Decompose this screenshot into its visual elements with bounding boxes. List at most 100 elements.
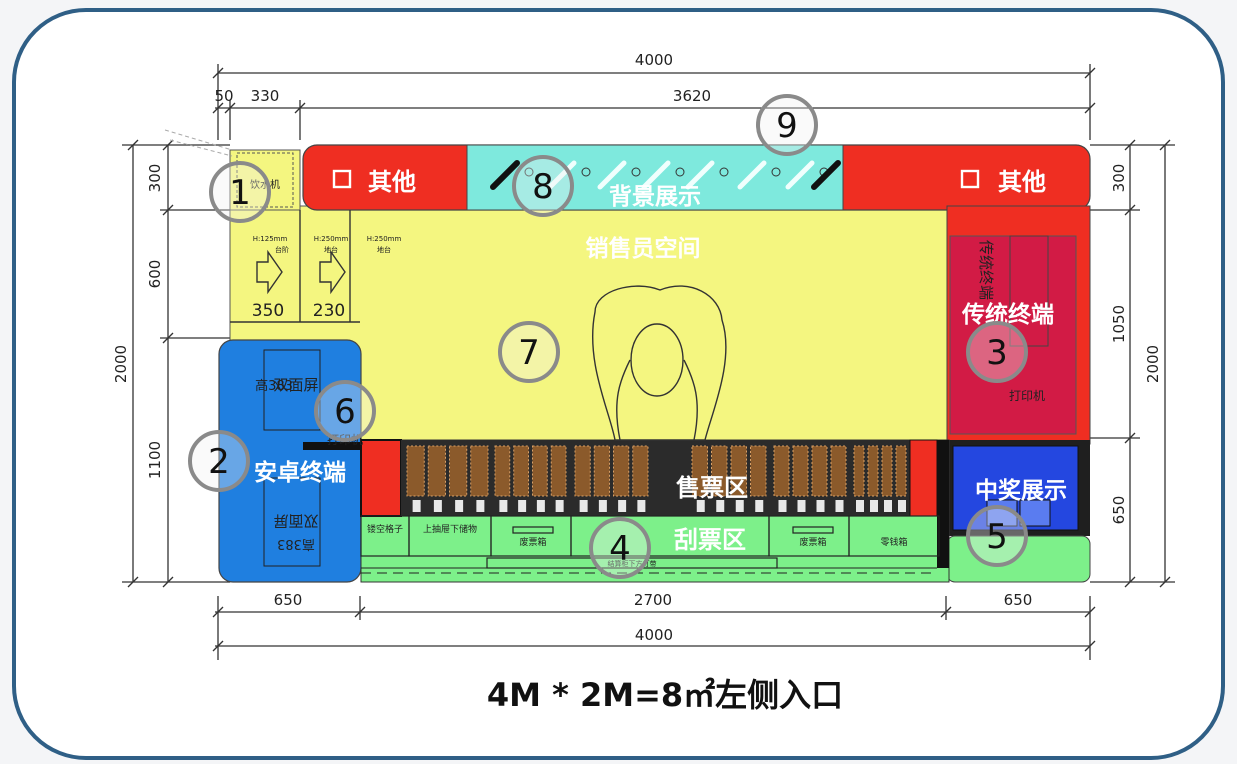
ticket-slot-tab xyxy=(433,500,442,512)
ticket-slot xyxy=(532,445,548,497)
pen-icon xyxy=(641,160,671,190)
display-dot-icon xyxy=(581,167,591,177)
callout-7: 7 xyxy=(498,321,560,383)
caption: 4M * 2M=8㎡左侧入口 xyxy=(487,676,843,714)
pen-icon xyxy=(785,160,815,190)
ticket-slot-tab xyxy=(716,500,725,512)
ticket-slot xyxy=(427,445,446,497)
svg-text:5: 5 xyxy=(986,517,1008,557)
ticket-slot-tab xyxy=(735,500,744,512)
display-dot-icon xyxy=(771,167,781,177)
counter-left-red xyxy=(360,439,402,517)
ticket-slot-tab xyxy=(412,500,421,512)
svg-text:3: 3 xyxy=(986,333,1008,373)
ticket-slot xyxy=(513,445,529,497)
ticket-slot xyxy=(470,445,489,497)
svg-text:8: 8 xyxy=(532,167,554,207)
ticket-slot-tab xyxy=(856,500,864,512)
svg-text:7: 7 xyxy=(518,333,540,373)
step-name-label: 台阶 xyxy=(275,245,289,254)
dim-top-a: 50 xyxy=(214,87,233,105)
callout-6: 6 xyxy=(314,380,376,442)
dim-right-total: 2000 xyxy=(1144,345,1162,383)
callout-9: 9 xyxy=(756,94,818,156)
floor-arrow-icon xyxy=(319,249,346,295)
svg-text:1: 1 xyxy=(229,173,251,213)
drawer-label: 上抽屉下储物 xyxy=(423,523,477,535)
ticket-slot xyxy=(632,445,649,497)
dual-screen-label-b: 双面屏 xyxy=(273,512,318,530)
display-dot-icon xyxy=(675,167,685,177)
ticket-slot xyxy=(895,445,907,497)
ticket-slot-tab xyxy=(499,500,508,512)
ticket-slot xyxy=(830,445,847,497)
ticket-slot-tab xyxy=(536,500,545,512)
display-dot-icon xyxy=(719,167,729,177)
ticket-slot xyxy=(750,445,767,497)
callout-2: 2 xyxy=(188,430,250,492)
ticket-slot-tab xyxy=(898,500,906,512)
callout-4: 4 xyxy=(589,517,651,579)
pen-icon xyxy=(811,160,841,190)
pen-icon xyxy=(737,160,767,190)
callout-1: 1 xyxy=(209,161,271,223)
dim-top-c: 3620 xyxy=(673,87,711,105)
svg-text:9: 9 xyxy=(776,106,798,146)
ticket-slot-tab xyxy=(797,500,806,512)
ticket-slot xyxy=(593,445,610,497)
callouts: 1 2 3 4 5 6 7 8 9 xyxy=(188,94,1028,579)
callout-8: 8 xyxy=(512,155,574,217)
ticket-slot-tab xyxy=(835,500,844,512)
ticket-slot xyxy=(881,445,893,497)
height-383-label-b: 高383 xyxy=(277,536,315,552)
ticket-slot-tab xyxy=(884,500,892,512)
ticket-slot xyxy=(449,445,468,497)
ticket-slot xyxy=(730,445,747,497)
floor-height-label-1: H:250mm xyxy=(314,235,349,243)
ticket-slot xyxy=(574,445,591,497)
hollow-grid-label: 镂空格子 xyxy=(367,523,403,535)
pen-icon xyxy=(547,160,577,190)
dual-screen-label: 双面屏 xyxy=(273,376,318,394)
light-strip-label: 结算柜下方灯带 xyxy=(608,559,657,568)
ticket-slot xyxy=(613,445,630,497)
ticket-area-label: 售票区 xyxy=(676,474,748,502)
floor-name-label-1: 地台 xyxy=(324,245,338,254)
ticket-slot xyxy=(811,445,828,497)
dim-bottom-left: 650 xyxy=(274,591,303,609)
dim-bottom-mid: 2700 xyxy=(634,591,672,609)
dim-left-c: 1100 xyxy=(146,441,164,479)
ticket-slot xyxy=(853,445,865,497)
ticket-rack xyxy=(401,440,937,516)
dim-right-c: 650 xyxy=(1110,496,1128,525)
ticket-slot-tab xyxy=(518,500,527,512)
ticket-slot-tab xyxy=(579,500,588,512)
ticket-slot-tab xyxy=(598,500,607,512)
other-right-label: 其他 xyxy=(998,168,1046,196)
step-arrow-icon xyxy=(256,249,283,295)
other-left-icon xyxy=(332,169,352,189)
ticket-slot-tab xyxy=(870,500,878,512)
dim-left-b: 600 xyxy=(146,260,164,289)
svg-text:6: 6 xyxy=(334,392,356,432)
pen-icon xyxy=(490,160,520,190)
prize-display-label: 中奖展示 xyxy=(975,477,1067,504)
height-383-label: 高383 xyxy=(255,378,293,394)
ticket-slot xyxy=(792,445,809,497)
ticket-slot xyxy=(550,445,567,497)
dim-right-a: 300 xyxy=(1110,164,1128,193)
dim-left-a: 300 xyxy=(146,164,164,193)
pen-icon xyxy=(597,160,627,190)
ticket-slot-tab xyxy=(755,500,764,512)
ticket-slot xyxy=(494,445,511,497)
traditional-terminal-machine xyxy=(949,235,1077,435)
printer-right-label: 打印机 xyxy=(1009,389,1045,403)
step-height-label: H:125mm xyxy=(253,235,288,243)
counter-right-red xyxy=(909,439,938,517)
waste-bin-2-label: 废票箱 xyxy=(799,536,826,548)
other-left-label: 其他 xyxy=(368,168,416,196)
floor-height-label-2: H:250mm xyxy=(367,235,402,243)
svg-text:2: 2 xyxy=(208,442,230,482)
callout-5: 5 xyxy=(966,505,1028,567)
ticket-slot xyxy=(406,445,425,497)
